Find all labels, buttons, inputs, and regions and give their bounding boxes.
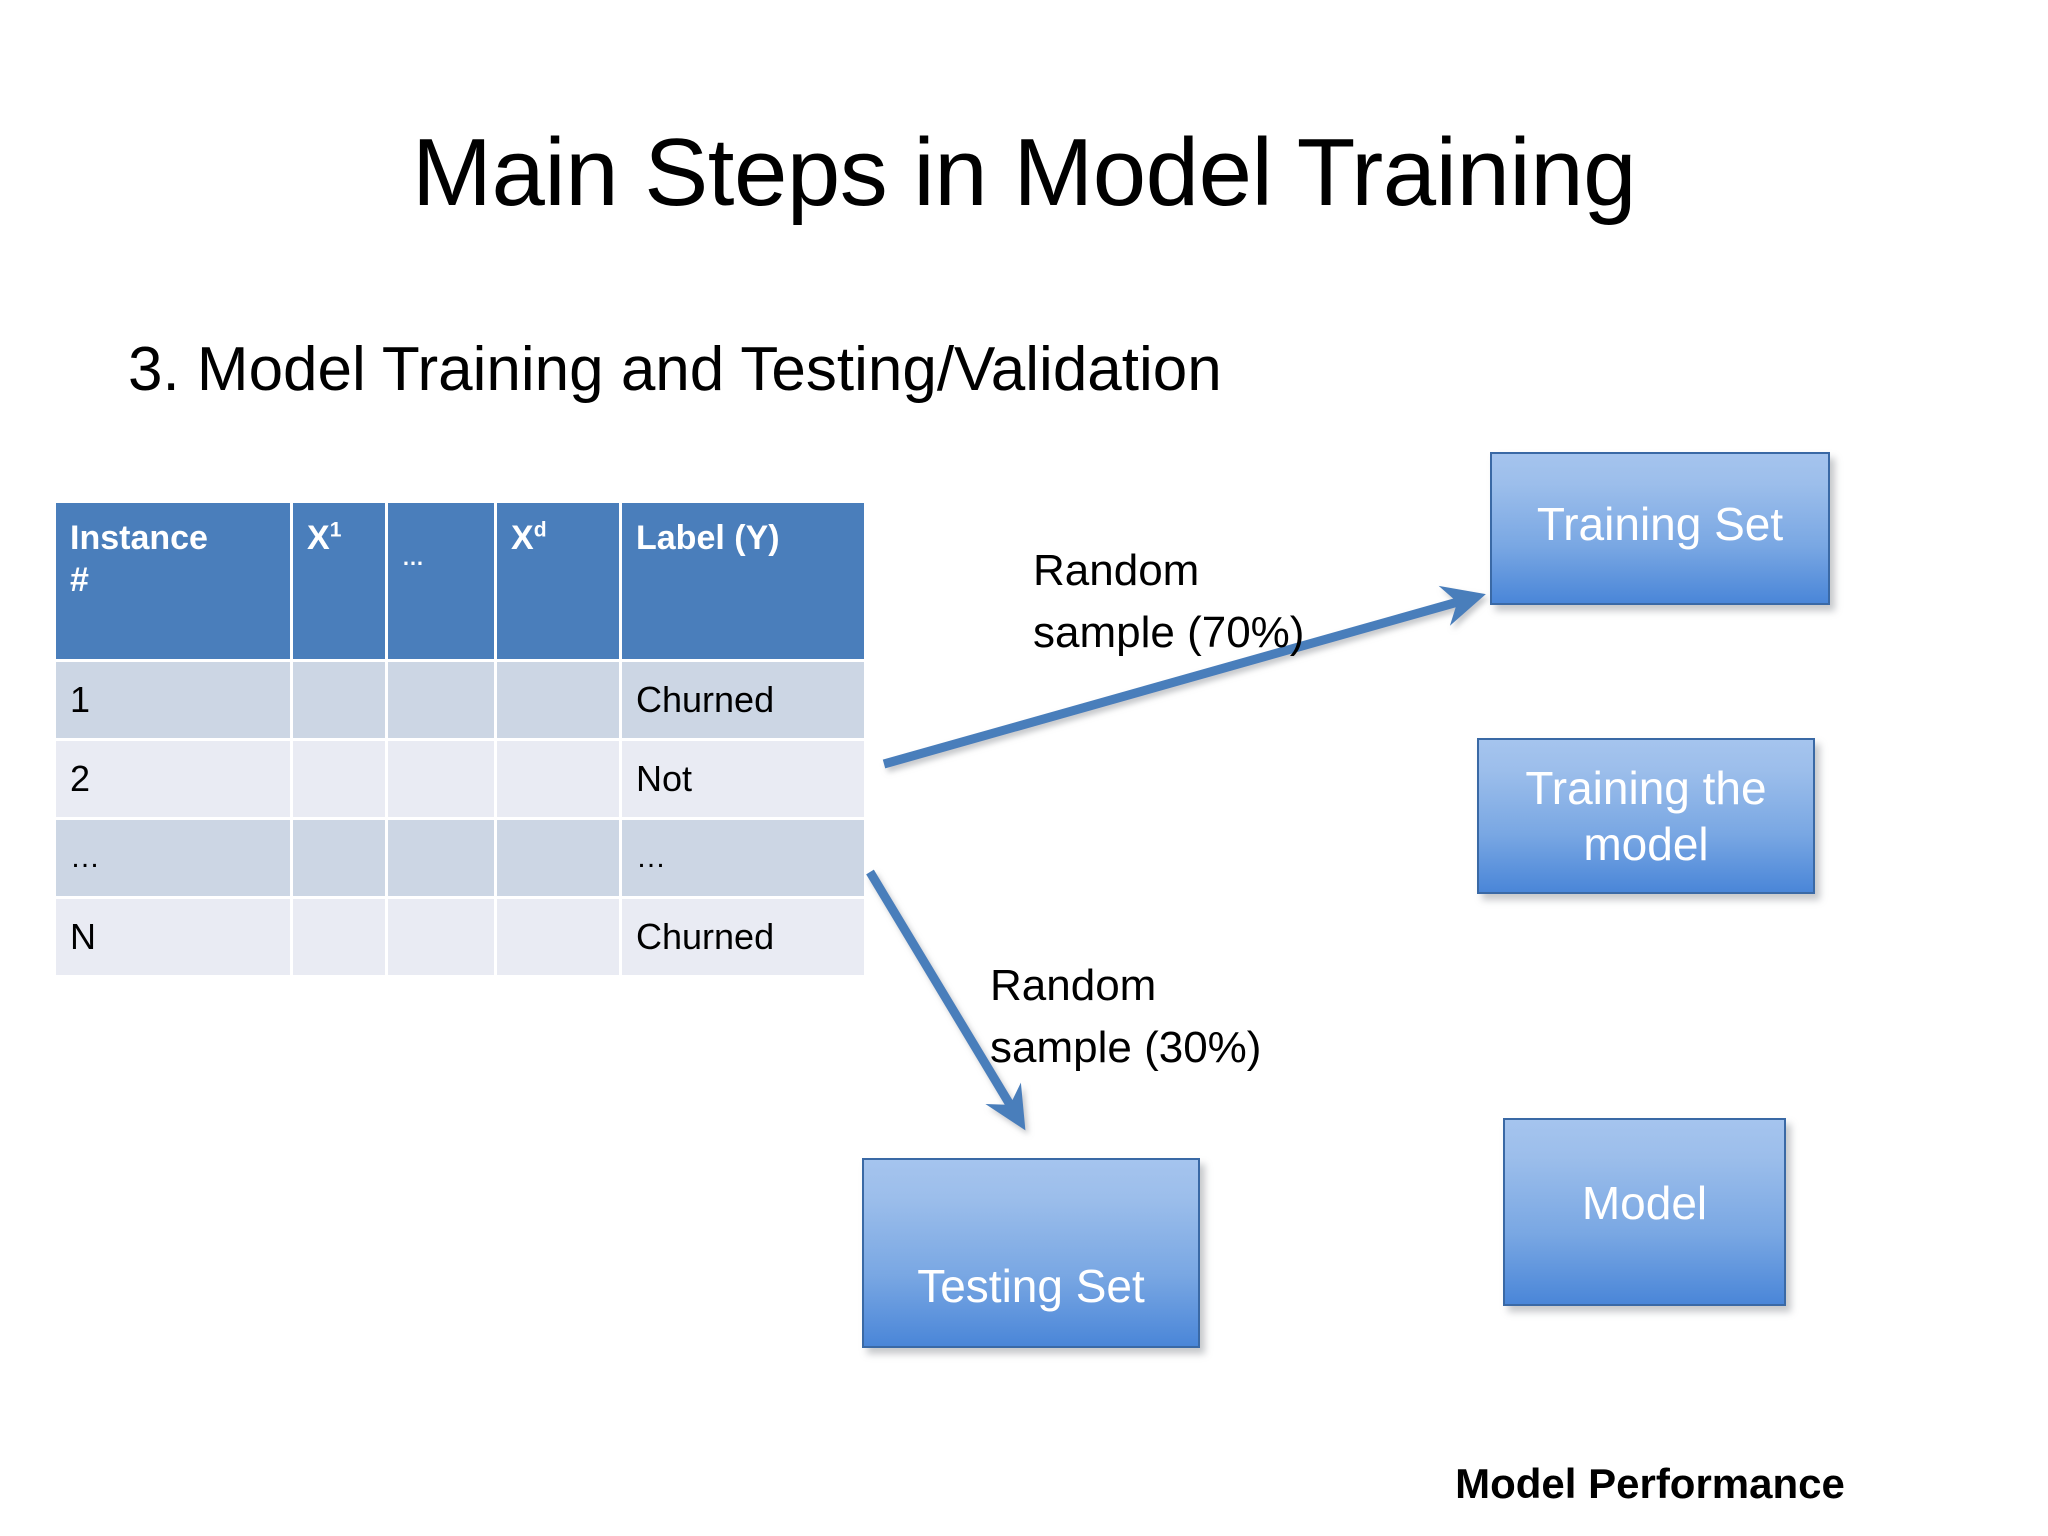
table-header-xd-base: X: [511, 519, 534, 557]
box-training-the-model-line1: Training the: [1525, 762, 1767, 814]
cell-instance: 2: [56, 741, 290, 817]
box-testing-set[interactable]: Testing Set: [862, 1158, 1200, 1348]
cell-dots: [388, 662, 494, 738]
box-training-the-model-label: Training the model: [1525, 760, 1766, 872]
cell-xd: [497, 662, 619, 738]
table-row: 2 Not: [56, 741, 864, 817]
cell-label: Churned: [622, 662, 864, 738]
cell-label: …: [622, 820, 864, 896]
table-header-x1: X1: [293, 503, 385, 659]
cell-dots: [388, 820, 494, 896]
cell-dots: [388, 899, 494, 975]
label-random-sample-70-line1: Random: [1033, 546, 1200, 595]
cell-x1: [293, 899, 385, 975]
table-header-instance-line2: #: [70, 561, 89, 599]
box-testing-set-label: Testing Set: [917, 1260, 1145, 1312]
box-training-the-model-line2: model: [1583, 818, 1709, 870]
table-row: … …: [56, 820, 864, 896]
cell-x1: [293, 662, 385, 738]
table-row: N Churned: [56, 899, 864, 975]
table-header-label: Label (Y): [622, 503, 864, 659]
page-title: Main Steps in Model Training: [412, 119, 1636, 226]
table-header-x1-sup: 1: [329, 518, 342, 542]
box-training-the-model[interactable]: Training the model: [1477, 738, 1815, 894]
label-random-sample-70-line2: sample (70%): [1033, 608, 1305, 657]
box-training-set[interactable]: Training Set: [1490, 452, 1830, 605]
box-model[interactable]: Model: [1503, 1118, 1786, 1306]
cell-label: Churned: [622, 899, 864, 975]
label-random-sample-30-line2: sample (30%): [990, 1023, 1262, 1072]
cell-xd: [497, 820, 619, 896]
cell-x1: [293, 741, 385, 817]
label-random-sample-30-line1: Random: [990, 961, 1157, 1010]
box-training-set-label: Training Set: [1536, 498, 1784, 550]
cell-instance: 1: [56, 662, 290, 738]
cell-label: Not: [622, 741, 864, 817]
label-random-sample-70: Random sample (70%): [1033, 540, 1304, 664]
cell-xd: [497, 899, 619, 975]
slide-subtitle: 3. Model Training and Testing/Validation: [128, 335, 1222, 404]
cell-xd: [497, 741, 619, 817]
instance-data-table: Instance # X1 … Xd Label (Y) 1 Churned 2: [53, 500, 867, 978]
table-header-x1-base: X: [307, 519, 330, 557]
table-header-xd: Xd: [497, 503, 619, 659]
table-header-ellipsis: …: [388, 503, 494, 659]
table-row: 1 Churned: [56, 662, 864, 738]
table-header-instance: Instance #: [56, 503, 290, 659]
cell-instance: …: [56, 820, 290, 896]
table-header-xd-sup: d: [533, 518, 547, 542]
cell-x1: [293, 820, 385, 896]
table-header-row: Instance # X1 … Xd Label (Y): [56, 503, 864, 659]
label-random-sample-30: Random sample (30%): [990, 955, 1261, 1079]
cell-instance: N: [56, 899, 290, 975]
table-header-instance-line1: Instance: [70, 519, 208, 557]
cell-dots: [388, 741, 494, 817]
box-model-label: Model: [1581, 1177, 1708, 1229]
label-model-performance: Model Performance: [1455, 1460, 1845, 1507]
